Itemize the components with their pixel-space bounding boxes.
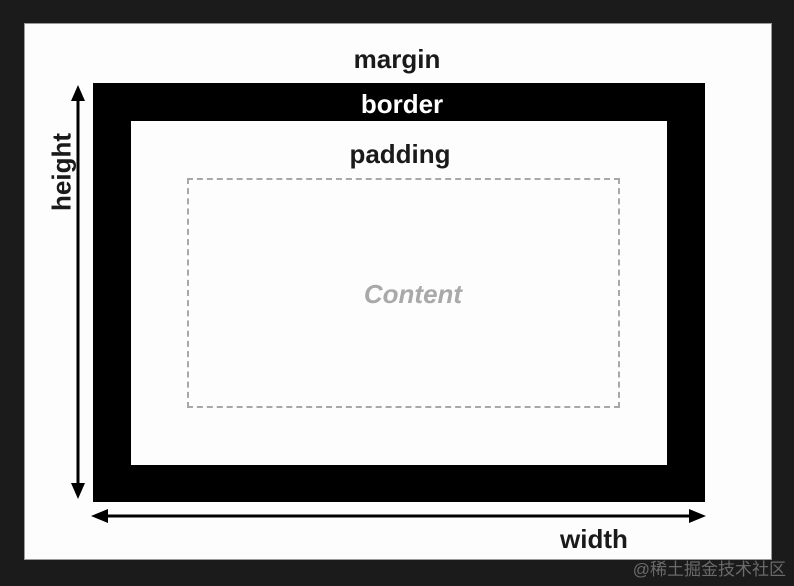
watermark: @稀土掘金技术社区 [632,560,786,579]
width-label: width [560,524,628,554]
margin-label: margin [353,44,441,74]
width-arrow [91,509,706,523]
content-label: Content [363,279,463,309]
border-label: border [360,89,444,119]
padding-label: padding [349,139,451,169]
height-arrow [71,85,85,499]
content-area [187,178,620,408]
